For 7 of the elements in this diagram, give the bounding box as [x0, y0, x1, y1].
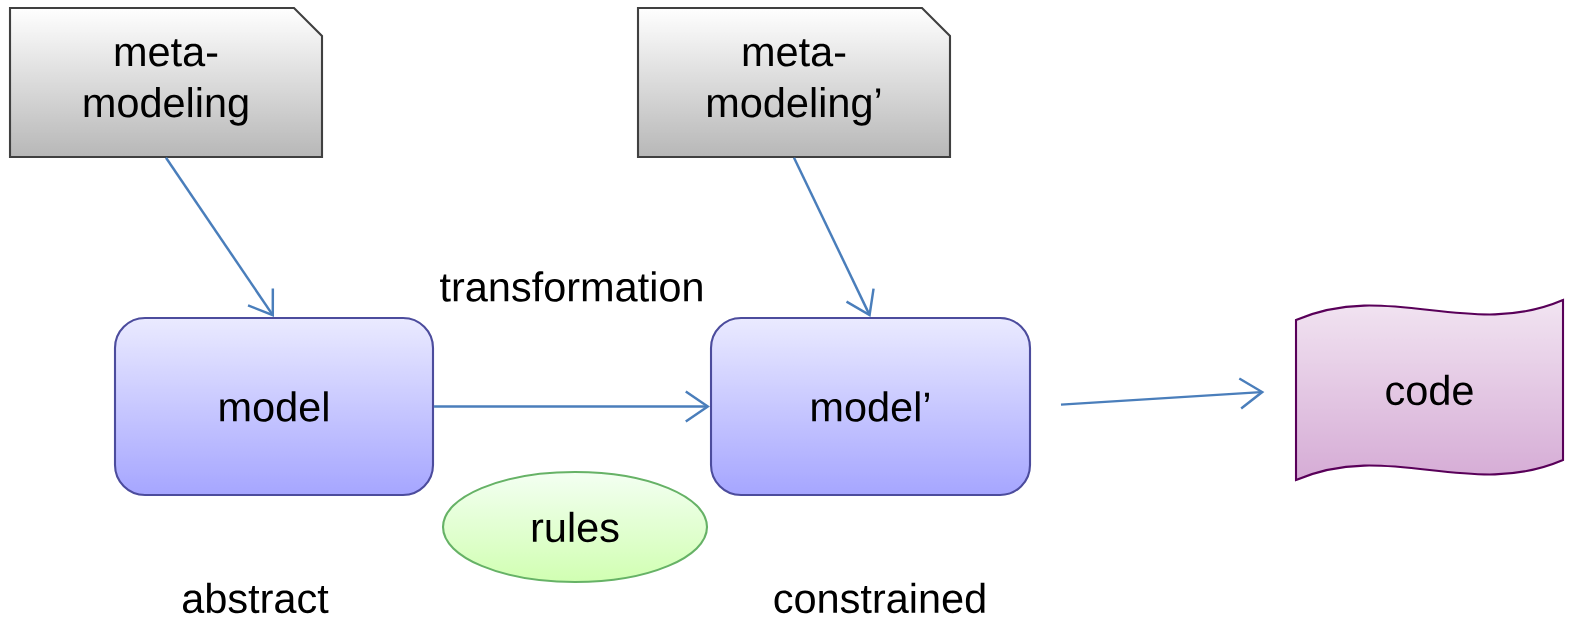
caption-text: constrained	[774, 582, 985, 614]
caption-text: abstract	[183, 582, 329, 614]
edge-label: transformation	[435, 267, 709, 306]
process-box: model’	[709, 316, 1032, 497]
process-box: model	[113, 316, 435, 497]
note-box: meta- modeling	[8, 6, 324, 159]
note-box: meta- modeling’	[636, 6, 952, 159]
